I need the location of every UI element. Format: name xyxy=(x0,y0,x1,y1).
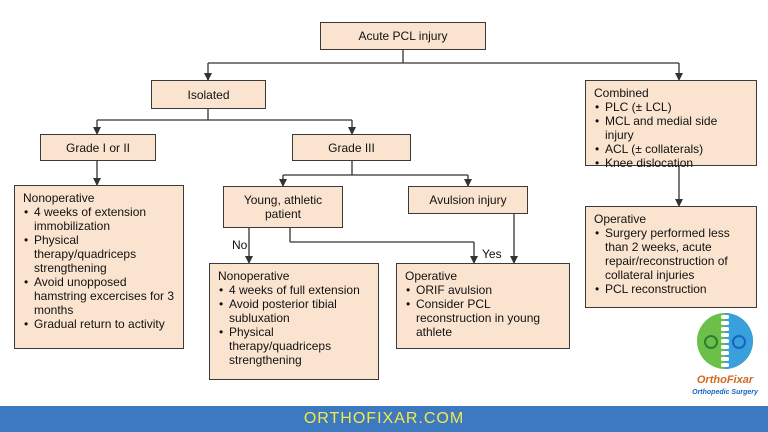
list-item: Consider PCL reconstruction in young ath… xyxy=(405,297,561,339)
logo-brand-name: OrthoFixar xyxy=(696,374,754,386)
list-item: 4 weeks of full extension xyxy=(218,283,370,297)
node-grade-1-2-label: Grade I or II xyxy=(65,140,131,155)
node-operative-combined: Operative Surgery performed less than 2 … xyxy=(585,206,757,308)
nonop2-title: Nonoperative xyxy=(218,269,290,283)
list-item: Surgery performed less than 2 weeks, acu… xyxy=(594,226,748,282)
nonop1-title: Nonoperative xyxy=(23,191,95,205)
op2-title: Operative xyxy=(594,212,647,226)
combined-list: PLC (± LCL) MCL and medial side injury A… xyxy=(594,100,748,170)
node-grade-3-label: Grade III xyxy=(328,140,375,155)
footer-site-link[interactable]: ORTHOFIXAR.COM xyxy=(303,410,465,427)
nonop1-list: 4 weeks of extension immobilization Phys… xyxy=(23,205,175,331)
combined-title: Combined xyxy=(594,86,649,100)
list-item: 4 weeks of extension immobilization xyxy=(23,205,175,233)
node-avulsion-injury: Avulsion injury xyxy=(408,186,528,214)
edge-label-yes: Yes xyxy=(482,247,502,261)
node-acute-pcl-injury: Acute PCL injury xyxy=(320,22,486,50)
node-young-label: Young, athletic patient xyxy=(243,193,323,221)
list-item: ACL (± collaterals) xyxy=(594,142,748,156)
orthofixar-logo-mark xyxy=(697,313,753,369)
node-isolated-label: Isolated xyxy=(187,87,230,102)
list-item: Gradual return to activity xyxy=(23,317,175,331)
op2-list: Surgery performed less than 2 weeks, acu… xyxy=(594,226,748,296)
list-item: PLC (± LCL) xyxy=(594,100,748,114)
list-item: ORIF avulsion xyxy=(405,283,561,297)
node-nonoperative-grade-3: Nonoperative 4 weeks of full extension A… xyxy=(209,263,379,380)
node-grade-3: Grade III xyxy=(292,134,411,161)
node-combined: Combined PLC (± LCL) MCL and medial side… xyxy=(585,80,757,170)
list-item: MCL and medial side injury xyxy=(594,114,748,142)
list-item: Physical therapy/quadriceps strengthenin… xyxy=(218,325,370,367)
list-item: Avoid posterior tibial subluxation xyxy=(218,297,370,325)
orthofixar-logo: OrthoFixar Orthopedic Surgery xyxy=(686,306,764,404)
node-operative-avulsion: Operative ORIF avulsion Consider PCL rec… xyxy=(396,263,570,349)
node-acute-pcl-injury-label: Acute PCL injury xyxy=(358,29,448,43)
node-isolated: Isolated xyxy=(151,80,266,109)
list-item: Avoid unopposed hamstring excercises for… xyxy=(23,275,175,317)
node-grade-1-2: Grade I or II xyxy=(40,134,156,161)
nonop2-list: 4 weeks of full extension Avoid posterio… xyxy=(218,283,370,367)
footer-banner: ORTHOFIXAR.COM xyxy=(0,406,768,432)
node-avulsion-label: Avulsion injury xyxy=(429,193,507,207)
op1-list: ORIF avulsion Consider PCL reconstructio… xyxy=(405,283,561,339)
node-nonoperative-grade-1-2: Nonoperative 4 weeks of extension immobi… xyxy=(14,185,184,349)
edge-label-no: No xyxy=(232,238,248,252)
op1-title: Operative xyxy=(405,269,458,283)
list-item: Knee dislocation xyxy=(594,156,748,170)
list-item: Physical therapy/quadriceps strengthenin… xyxy=(23,233,175,275)
logo-subtitle: Orthopedic Surgery xyxy=(692,389,758,396)
list-item: PCL reconstruction xyxy=(594,282,748,296)
node-young-athletic-patient: Young, athletic patient xyxy=(223,186,343,228)
